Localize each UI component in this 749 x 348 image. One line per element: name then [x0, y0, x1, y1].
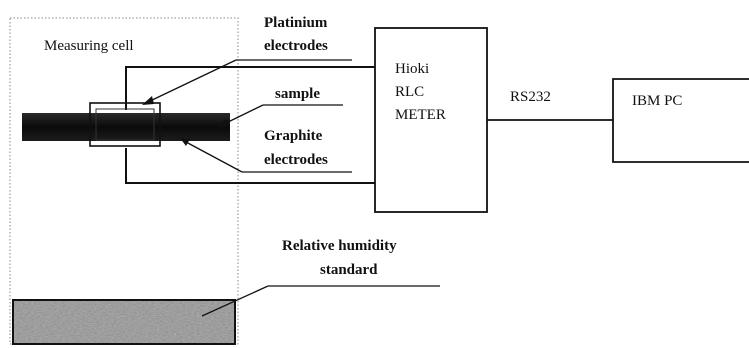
- measuring-cell-label: Measuring cell: [44, 38, 134, 54]
- platinum-label-line2: electrodes: [264, 38, 328, 54]
- bottom-wire: [125, 148, 375, 184]
- electrode-rod: [22, 113, 230, 141]
- platinum-label-line1: Platinium: [264, 15, 328, 31]
- graphite-leader: [185, 141, 243, 173]
- sample-arrowhead: [218, 119, 229, 128]
- pc-label: IBM PC: [632, 93, 682, 109]
- graphite-arrowhead: [180, 138, 190, 146]
- top-wire: [125, 66, 375, 110]
- sample-assembly: [22, 102, 230, 147]
- rs232-label: RS232: [510, 89, 551, 105]
- meter-label-line3: METER: [395, 107, 446, 123]
- sample-holder-inner: [95, 108, 155, 141]
- platinum-arrowhead: [142, 96, 154, 105]
- humidity-leader: [201, 285, 269, 317]
- platinum-leader: [147, 59, 237, 103]
- humidity-label-line1: Relative humidity: [282, 238, 397, 254]
- meter-label-line2: RLC: [395, 84, 424, 100]
- humidity-label-line2: standard: [320, 262, 378, 278]
- sample-label: sample: [275, 86, 320, 102]
- graphite-label-line2: electrodes: [264, 152, 328, 168]
- pc-box: [612, 78, 749, 163]
- sample-leader: [221, 104, 264, 126]
- graphite-label-line1: Graphite: [264, 128, 323, 144]
- meter-label-line1: Hioki: [395, 61, 429, 77]
- humidity-standard-block: [12, 299, 236, 345]
- sample-holder: [89, 102, 161, 147]
- measuring-cell-boundary: [9, 17, 239, 345]
